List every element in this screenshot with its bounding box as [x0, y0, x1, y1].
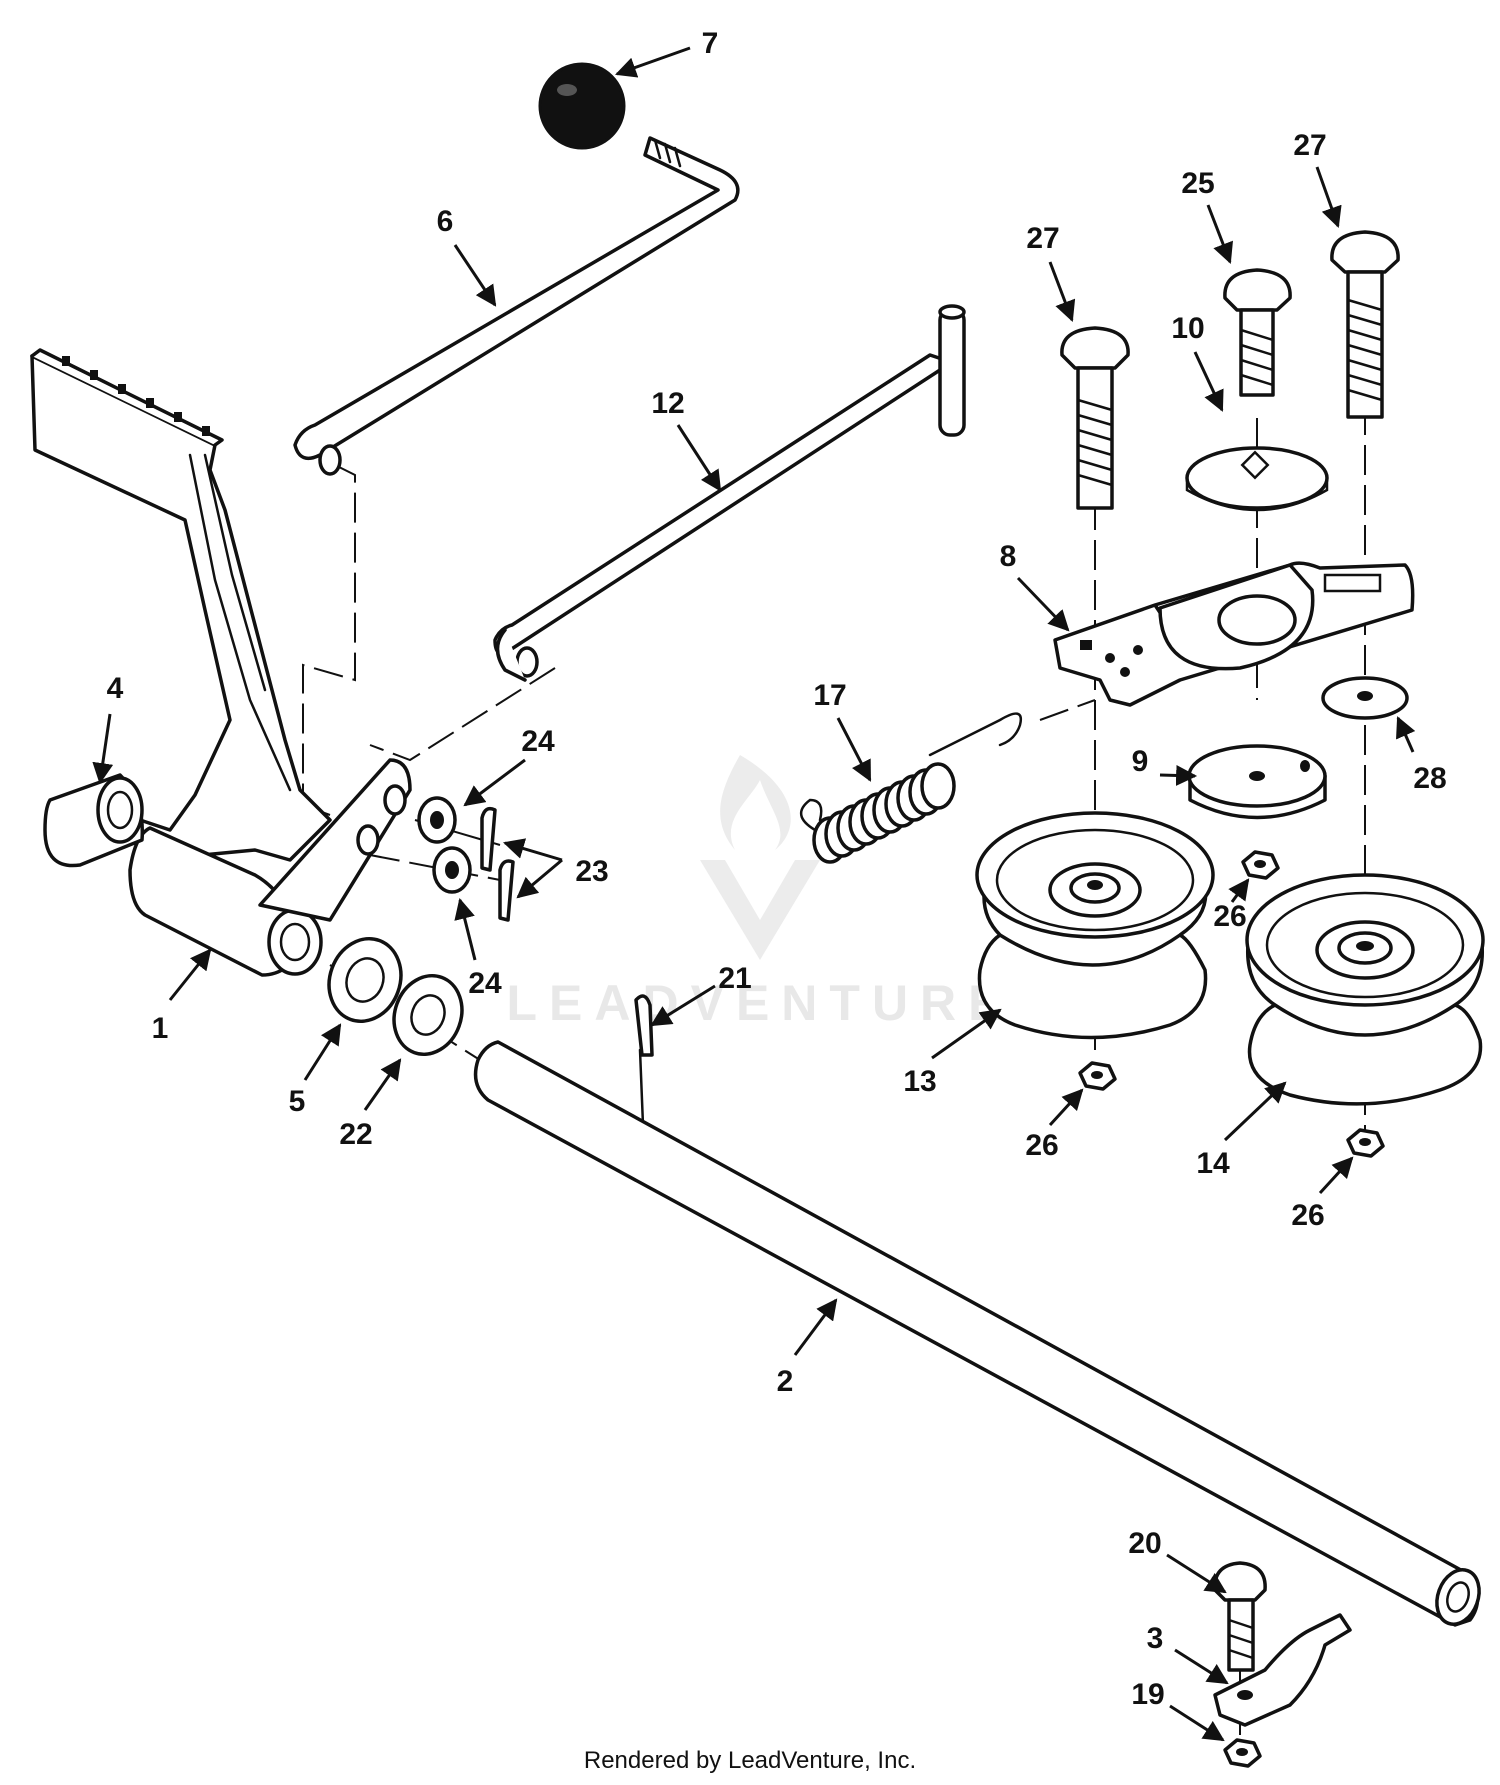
- callout-27-right: 27: [1293, 129, 1326, 162]
- callout-3: 3: [1147, 1622, 1164, 1655]
- callout-21: 21: [718, 962, 751, 995]
- spring-17: [800, 712, 1023, 864]
- callout-1: 1: [152, 1012, 169, 1045]
- clamp-3: [1213, 1613, 1352, 1727]
- washer-22: [392, 974, 464, 1056]
- nut-19: [1223, 1738, 1262, 1768]
- callout-23: 23: [575, 855, 608, 888]
- handle-rod-part: [293, 136, 740, 476]
- callout-24-lower: 24: [468, 967, 502, 1000]
- nut-26-left: [1078, 1061, 1117, 1091]
- callout-6: 6: [437, 205, 454, 238]
- t-rod-part: [493, 304, 966, 682]
- callout-12: 12: [651, 387, 684, 420]
- watermark-text: LEADVENTURE: [506, 975, 1013, 1031]
- pulley-13: [975, 811, 1215, 1040]
- callout-4: 4: [107, 672, 124, 705]
- callout-14: 14: [1196, 1147, 1230, 1180]
- callout-5: 5: [289, 1085, 306, 1118]
- washer-28: [1321, 676, 1409, 720]
- callouts: 7 6 12 27 25 27 10 8 4 17 24 23 24 9 28 …: [92, 27, 1447, 1742]
- callout-19: 19: [1131, 1678, 1164, 1711]
- nut-26-upper: [1241, 850, 1280, 880]
- callout-28: 28: [1413, 762, 1446, 795]
- callout-10: 10: [1171, 312, 1204, 345]
- callout-24-upper: 24: [521, 725, 555, 758]
- cotter-pin-23-upper: [480, 806, 497, 872]
- carriage-bolt-27-right: [1330, 230, 1400, 419]
- callout-26-left: 26: [1025, 1129, 1058, 1162]
- cross-shaft-2: [473, 1040, 1481, 1627]
- cotter-pin-23-lower: [498, 859, 515, 922]
- callout-17: 17: [813, 679, 846, 712]
- bushing-4: [43, 773, 145, 868]
- washer-24-upper: [417, 796, 457, 844]
- callout-27-left: 27: [1026, 222, 1059, 255]
- pedal-arm-1: [30, 348, 412, 977]
- callout-7: 7: [702, 27, 719, 60]
- idler-bracket-8: [1053, 561, 1415, 707]
- pulley-14: [1245, 873, 1485, 1106]
- callout-20: 20: [1128, 1527, 1161, 1560]
- nut-26-right: [1346, 1128, 1385, 1158]
- knob-part: [538, 62, 626, 150]
- callout-26-upper: 26: [1213, 900, 1246, 933]
- watermark: LEADVENTURE: [506, 755, 1013, 1031]
- callout-25: 25: [1181, 167, 1214, 200]
- callout-8: 8: [1000, 540, 1017, 573]
- washer-5: [327, 937, 403, 1023]
- washer-24-lower: [432, 846, 472, 894]
- footer-credit: Rendered by LeadVenture, Inc.: [583, 1747, 917, 1774]
- spacer-9: [1187, 744, 1327, 820]
- callout-2: 2: [777, 1365, 794, 1398]
- callout-13: 13: [903, 1065, 936, 1098]
- callout-22: 22: [339, 1118, 372, 1151]
- callout-26-right: 26: [1291, 1199, 1324, 1232]
- carriage-bolt-27-left: [1060, 326, 1130, 510]
- cotter-pin-21: [634, 994, 654, 1057]
- callout-9: 9: [1132, 745, 1149, 778]
- carriage-bolt-25: [1223, 268, 1292, 397]
- washer-10: [1185, 446, 1329, 512]
- bolt-20: [1213, 1561, 1267, 1672]
